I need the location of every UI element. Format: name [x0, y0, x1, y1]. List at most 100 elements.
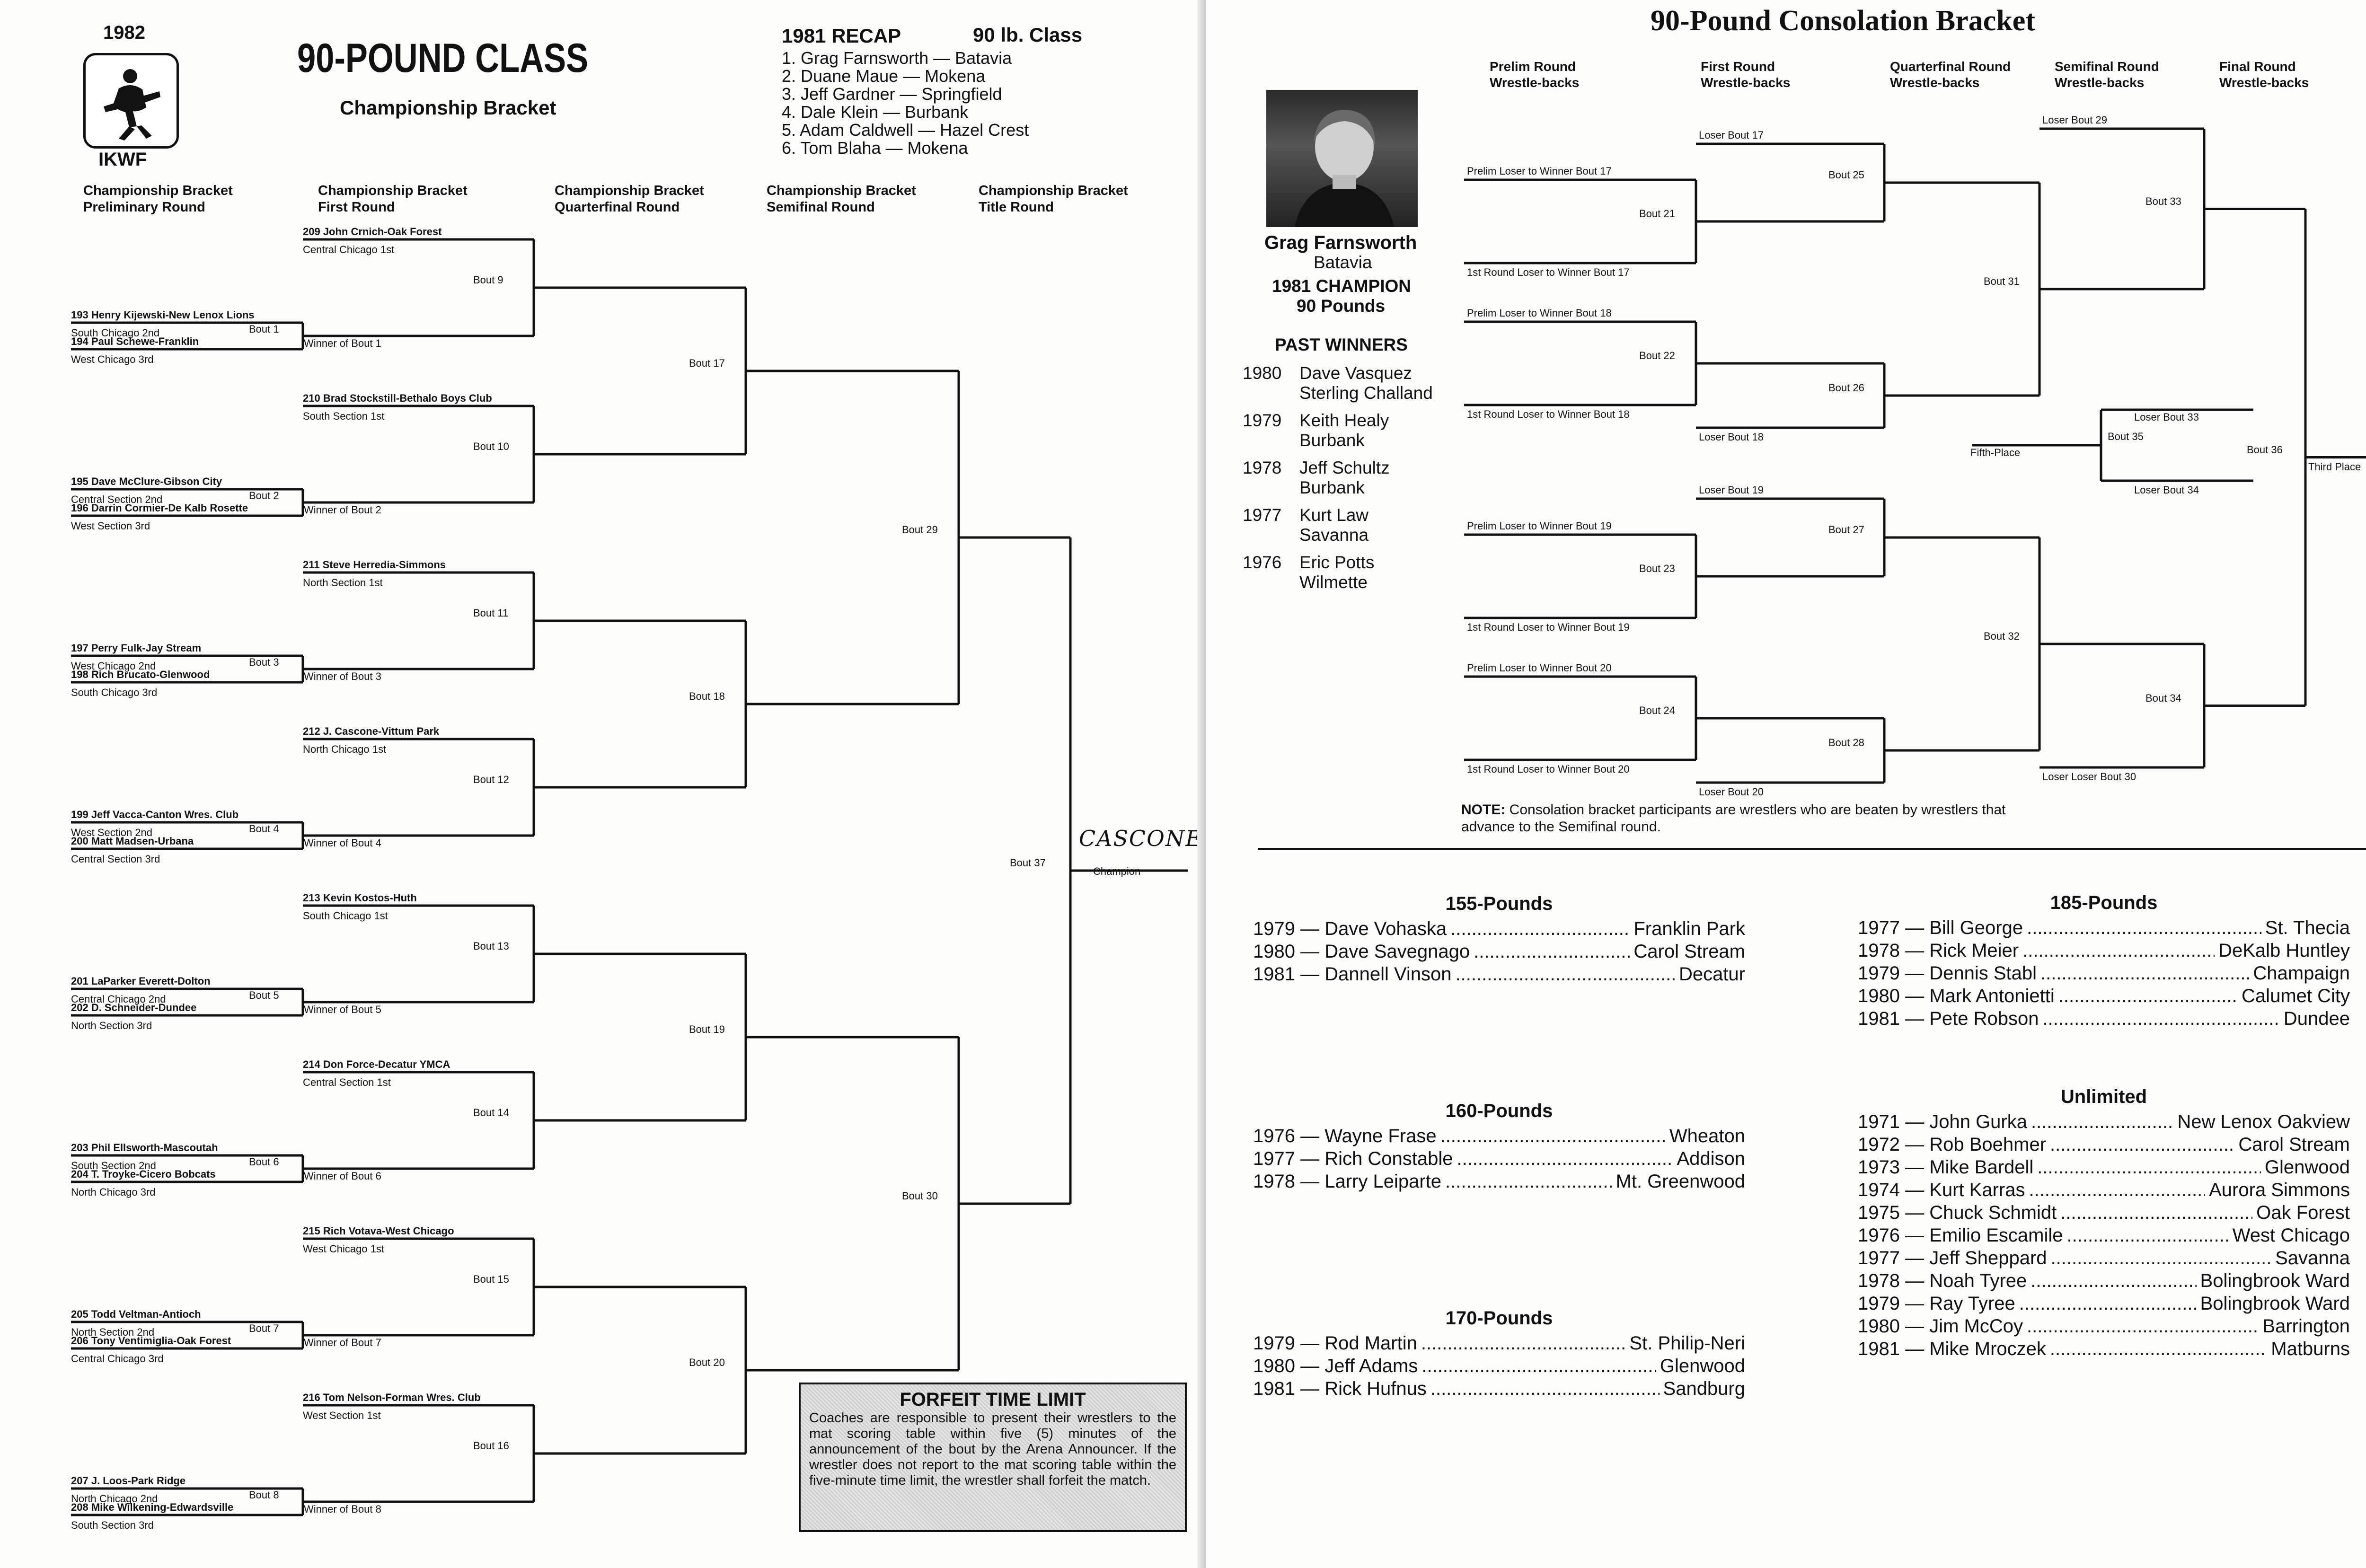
first-round-winner: Winner of Bout 4 [304, 837, 381, 849]
champion-team: Matburns [2271, 1339, 2350, 1359]
quarter-bout: Bout 17 [689, 357, 725, 369]
champion-town: Batavia [1314, 253, 1372, 272]
first-round-bout: Bout 16 [473, 1440, 509, 1452]
leader-dots [2051, 1247, 2272, 1269]
champion-team: Dundee [2283, 1008, 2350, 1029]
cons-first-bout: Bout 26 [1828, 382, 1864, 394]
prelim-wrestler-top: 197 Perry Fulk-Jay Stream [71, 642, 202, 654]
past-champion-row: 1981 — Mike Mroczek Matburns [1858, 1338, 2350, 1360]
prelim-seed-bottom: North Chicago 3rd [71, 1186, 156, 1198]
consolation-bracket-lines [1464, 127, 2366, 784]
cons-quarter-bout: Bout 31 [1984, 275, 2020, 287]
champion-year-name: 1979 — Rod Martin [1253, 1333, 1417, 1354]
first-round-seed: North Chicago 1st [303, 743, 387, 755]
prelim-wrestler-top: 205 Todd Veltman-Antioch [71, 1308, 201, 1320]
champion-year-name: 1980 — Jim McCoy [1858, 1316, 2023, 1337]
prelim-seed-bottom: West Chicago 3rd [71, 353, 154, 365]
consolation-round-header: Quarterfinal Round Wrestle-backs [1890, 59, 2011, 90]
leader-dots [2050, 1133, 2234, 1156]
prelim-seed-bottom: West Section 3rd [71, 520, 150, 532]
prelim-seed-top: Central Section 2nd [71, 493, 163, 505]
prelim-bout: Bout 2 [249, 490, 279, 502]
note-text: Consolation bracket participants are wre… [1461, 802, 2006, 835]
first-round-seed: West Section 1st [303, 1409, 381, 1421]
champion-team: Aurora Simmons [2209, 1180, 2350, 1200]
champion-year-name: 1976 — Emilio Escamile [1858, 1225, 2063, 1246]
past-champion-row: 1976 — Emilio EscamileWest Chicago [1858, 1224, 2350, 1247]
champion-team: Carol Stream [1633, 941, 1745, 962]
champion-year-name: 1981 — Mike Mroczek [1858, 1339, 2046, 1359]
page-title: 90-POUND CLASS [297, 35, 589, 81]
third-place-bout: Bout 36 [2247, 443, 2283, 456]
first-round-wrestler: 211 Steve Herredia-Simmons [303, 559, 446, 571]
first-round-winner: Winner of Bout 1 [304, 337, 381, 349]
past-champion-row: 1971 — John GurkaNew Lenox Oakview [1858, 1110, 2350, 1133]
prelim-wrestler-bottom: 200 Matt Madsen-Urbana [71, 835, 194, 847]
prelim-wrestler-bottom: 206 Tony Ventimiglia-Oak Forest [71, 1335, 231, 1347]
recap-item: 1. Grag Farnsworth — Batavia [782, 48, 1012, 68]
champion-team: Glenwood [1660, 1356, 1745, 1376]
forfeit-title: FORFEIT TIME LIMIT [900, 1389, 1086, 1410]
cons-prelim-bottom: 1st Round Loser to Winner Bout 18 [1467, 408, 1630, 420]
champion-year-name: 1975 — Chuck Schmidt [1858, 1202, 2057, 1223]
champion-year-name: 1976 — Wayne Frase [1253, 1126, 1437, 1146]
recap-heading: 1981 RECAP [782, 25, 901, 47]
leader-dots [1456, 963, 1675, 986]
quarter-bout: Bout 18 [689, 690, 725, 702]
cons-semi-bout: Bout 34 [2145, 692, 2181, 704]
champion-team: Calumet City [2242, 986, 2350, 1006]
leader-dots [2022, 939, 2215, 962]
round-header: Championship Bracket First Round [318, 183, 468, 215]
ikwf-logo [83, 53, 179, 149]
past-winner-name: Kurt Law [1299, 505, 1369, 525]
fifth-bout: Bout 35 [2108, 431, 2144, 442]
cons-first-bout: Bout 25 [1828, 169, 1864, 181]
cons-prelim-bout: Bout 22 [1639, 350, 1675, 361]
prelim-seed-bottom: Central Section 3rd [71, 853, 160, 865]
leader-dots [1421, 1332, 1626, 1355]
wrestler-logo-icon [104, 69, 160, 141]
cons-prelim-bout: Bout 24 [1639, 705, 1675, 716]
past-champion-row: 1978 — Noah TyreeBolingbrook Ward [1858, 1269, 2350, 1292]
champion-year-name: 1980 — Mark Antonietti [1858, 986, 2055, 1006]
champion-year-name: 1977 — Jeff Sheppard [1858, 1248, 2047, 1268]
champion-year-name: 1979 — Dennis Stabl [1858, 963, 2037, 984]
champion-team: Savanna [2275, 1248, 2350, 1268]
cons-prelim-top: Prelim Loser to Winner Bout 18 [1467, 307, 1612, 319]
first-round-bout: Bout 13 [473, 940, 509, 952]
forfeit-box: FORFEIT TIME LIMIT Coaches are responsib… [799, 1383, 1187, 1532]
past-champion-row: 1980 — Jim McCoy Barrington [1858, 1315, 2350, 1338]
champion-team: Franklin Park [1633, 918, 1745, 939]
past-champion-row: 1981 — Dannell VinsonDecatur [1253, 963, 1745, 986]
past-champion-row: 1979 — Rod MartinSt. Philip-Neri [1253, 1332, 1745, 1355]
champion-team: Barrington [2262, 1316, 2350, 1337]
champion-year-name: 1974 — Kurt Karras [1858, 1180, 2025, 1200]
prelim-bout: Bout 1 [249, 323, 279, 335]
past-champion-row: 1981 — Rick HufnusSandburg [1253, 1377, 1745, 1400]
cons-quarter-bout: Bout 32 [1984, 630, 2020, 642]
prelim-wrestler-top: 199 Jeff Vacca-Canton Wres. Club [71, 809, 239, 820]
leader-dots [1445, 1170, 1612, 1193]
prelim-bout: Bout 7 [249, 1322, 279, 1334]
past-winner-name: Dave Vasquez [1299, 363, 1412, 383]
champion-year-name: 1977 — Rich Constable [1253, 1148, 1453, 1169]
cons-prelim-bottom: 1st Round Loser to Winner Bout 19 [1467, 621, 1630, 633]
past-champion-row: 1972 — Rob BoehmerCarol Stream [1858, 1133, 2350, 1156]
recap-class: 90 lb. Class [973, 24, 1083, 46]
round-header: Championship Bracket Quarterfinal Round [555, 183, 704, 215]
fifth-bottom-label: Loser Bout 34 [2134, 484, 2199, 496]
first-round-wrestler: 212 J. Cascone-Vittum Park [303, 725, 440, 737]
cons-semi-label: Loser Bout 29 [2042, 114, 2107, 126]
first-round-seed: West Chicago 1st [303, 1243, 385, 1255]
past-champion-row: 1978 — Rick MeierDeKalb Huntley [1858, 939, 2350, 962]
cons-semi-bout: Bout 33 [2145, 195, 2181, 207]
champion-photo [1266, 90, 1418, 227]
champion-name: Grag Farnsworth [1264, 232, 1417, 253]
leader-dots [2050, 1338, 2267, 1360]
prelim-seed-bottom: South Section 3rd [71, 1519, 154, 1531]
prelim-wrestler-bottom: 204 T. Troyke-Cicero Bobcats [71, 1168, 216, 1180]
